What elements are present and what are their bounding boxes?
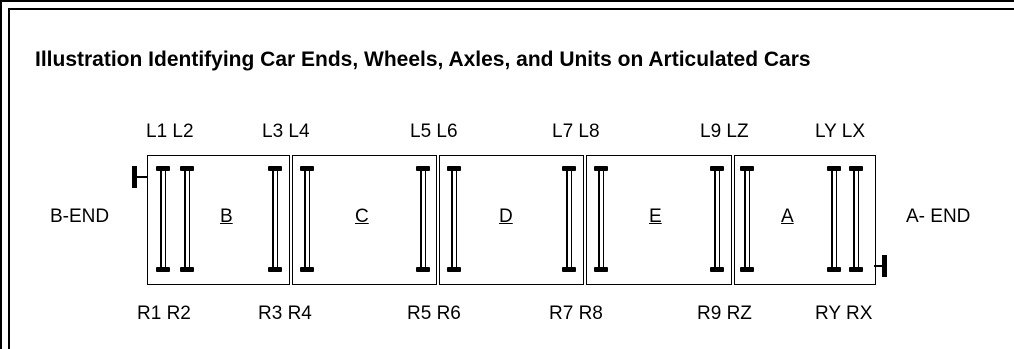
top-label-l7-l8: L7 L8: [552, 121, 600, 142]
unit-box-d: [439, 155, 584, 285]
bottom-label-r7-r8: R7 R8: [549, 303, 603, 324]
unit-box-e: [586, 155, 732, 285]
unit-box-c: [292, 155, 437, 285]
unit-box-a: [734, 155, 876, 285]
bottom-label-r1-r2: R1 R2: [137, 303, 191, 324]
unit-label-b: B: [220, 206, 233, 227]
a-end-coupler-link: [874, 265, 883, 267]
wheelset-4: [300, 166, 314, 272]
top-label-l5-l6: L5 L6: [410, 121, 458, 142]
unit-box-b: [147, 155, 290, 285]
top-label-l1-l2: L1 L2: [146, 121, 194, 142]
frame-border-left-outer: [0, 0, 2, 349]
wheelset-2: [180, 166, 194, 272]
a-end-coupler: [882, 255, 887, 277]
unit-label-a: A: [781, 206, 794, 227]
wheelset-9: [710, 166, 724, 272]
bottom-label-r9-rz: R9 RZ: [697, 303, 752, 324]
wheelset-6: [447, 166, 461, 272]
wheelset-y: [827, 166, 841, 272]
wheelset-x: [849, 166, 863, 272]
unit-label-e: E: [649, 206, 662, 227]
wheelset-7: [562, 166, 576, 272]
top-label-l9-lz: L9 LZ: [700, 121, 749, 142]
frame-border-top-outer: [0, 0, 1014, 2]
bottom-label-r3-r4: R3 R4: [258, 303, 312, 324]
frame-border-top-inner: [8, 8, 1014, 10]
b-end-coupler: [132, 166, 137, 188]
frame-border-left-inner: [8, 8, 10, 349]
a-end-label: A- END: [906, 206, 971, 227]
unit-label-d: D: [499, 206, 513, 227]
wheelset-3: [268, 166, 282, 272]
wheelset-5: [416, 166, 430, 272]
b-end-coupler-link: [137, 176, 148, 178]
wheelset-1: [156, 166, 170, 272]
wheelset-z: [740, 166, 754, 272]
top-label-ly-lx: LY LX: [815, 121, 866, 142]
diagram-title: Illustration Identifying Car Ends, Wheel…: [35, 48, 811, 71]
top-label-l3-l4: L3 L4: [262, 121, 310, 142]
b-end-label: B-END: [50, 206, 110, 227]
bottom-label-ry-rx: RY RX: [815, 303, 873, 324]
unit-label-c: C: [355, 206, 369, 227]
bottom-label-r5-r6: R5 R6: [407, 303, 461, 324]
wheelset-8: [594, 166, 608, 272]
